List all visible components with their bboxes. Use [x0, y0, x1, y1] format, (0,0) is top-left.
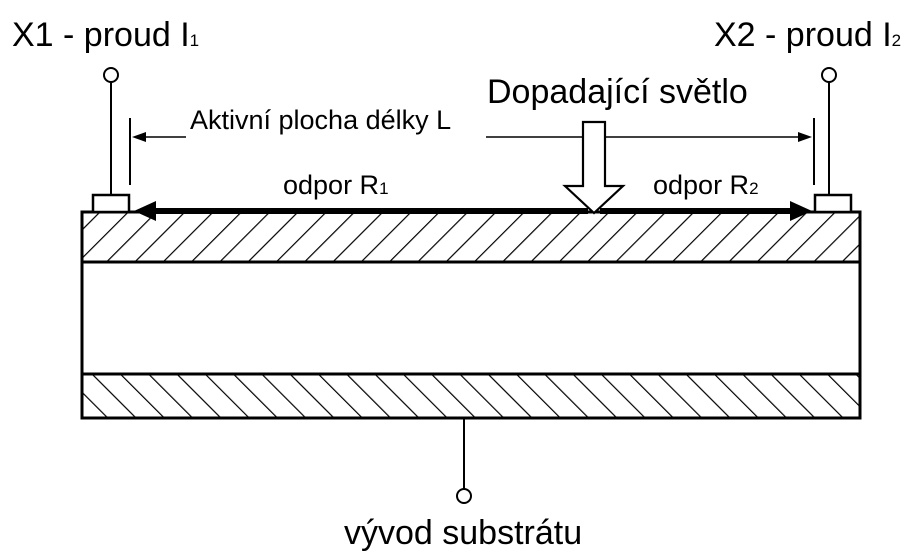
- x1-electrode-pad: [91, 193, 131, 214]
- x1-label: X1 - proud I1: [12, 16, 199, 54]
- top-resistive-layer: [80, 210, 862, 264]
- substrate-terminal-icon: [456, 488, 472, 504]
- active-area-label-gap: [186, 122, 486, 144]
- r1-arrowhead: [134, 201, 156, 221]
- x2-label: X2 - proud I2: [714, 16, 901, 54]
- active-area-left-arrowhead: [132, 132, 146, 142]
- r1-label: odpor R1: [283, 170, 389, 200]
- substrate-body: [80, 260, 862, 376]
- r2-arrowhead: [790, 201, 812, 221]
- active-area-right-arrowhead: [798, 132, 812, 142]
- x2-terminal-icon: [821, 67, 837, 83]
- bottom-layer: [80, 372, 862, 420]
- x1-terminal-icon: [103, 67, 119, 83]
- x2-electrode-pad: [813, 193, 853, 214]
- light-down-arrow-icon: [562, 120, 626, 215]
- r2-label: odpor R2: [653, 170, 759, 200]
- active-area-label: Aktivní plocha délky L: [190, 105, 451, 135]
- substrate-lead-label: vývod substrátu: [344, 514, 582, 551]
- incident-light-label: Dopadající světlo: [487, 73, 748, 111]
